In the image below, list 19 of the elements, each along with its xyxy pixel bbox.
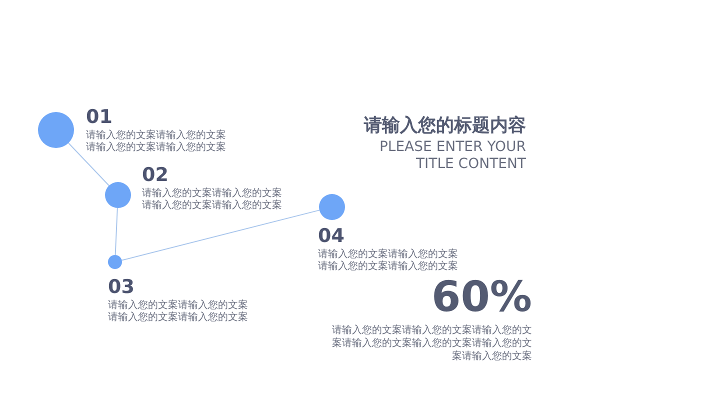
- circle-marker: [319, 194, 345, 220]
- description-text: 请输入您的文案请输入您的文案请输入您的文案请输入您的文案: [108, 300, 249, 324]
- step-number: 01: [86, 106, 112, 128]
- connector-line: [121, 210, 320, 261]
- subtitle-text: PLEASE ENTER YOUR TITLE CONTENT: [378, 139, 526, 173]
- description-text: 请输入您的文案请输入您的文案请输入您的文案请输入您的文案: [318, 249, 459, 273]
- connector-line: [68, 142, 110, 186]
- description-text: 请输入您的文案请输入您的文案请输入您的文案请输入您的文案: [86, 130, 227, 154]
- circle-marker: [38, 112, 74, 148]
- circle-marker: [108, 255, 122, 269]
- description-text: 请输入您的文案请输入您的文案请输入您的文案请输入您的文案: [142, 188, 283, 212]
- connector-line: [114, 207, 118, 256]
- title-text: 请输入您的标题内容: [364, 114, 526, 137]
- description-text: 请输入您的文案请输入您的文案请输入您的文案请输入您的文案输入您的文案请输入您的文案请输入您的文案: [331, 324, 532, 363]
- step-number: 02: [142, 164, 168, 186]
- step-number: 03: [108, 276, 134, 298]
- step-number: 04: [318, 225, 344, 247]
- circle-marker: [105, 182, 131, 208]
- percentage-value: 60%: [431, 272, 532, 322]
